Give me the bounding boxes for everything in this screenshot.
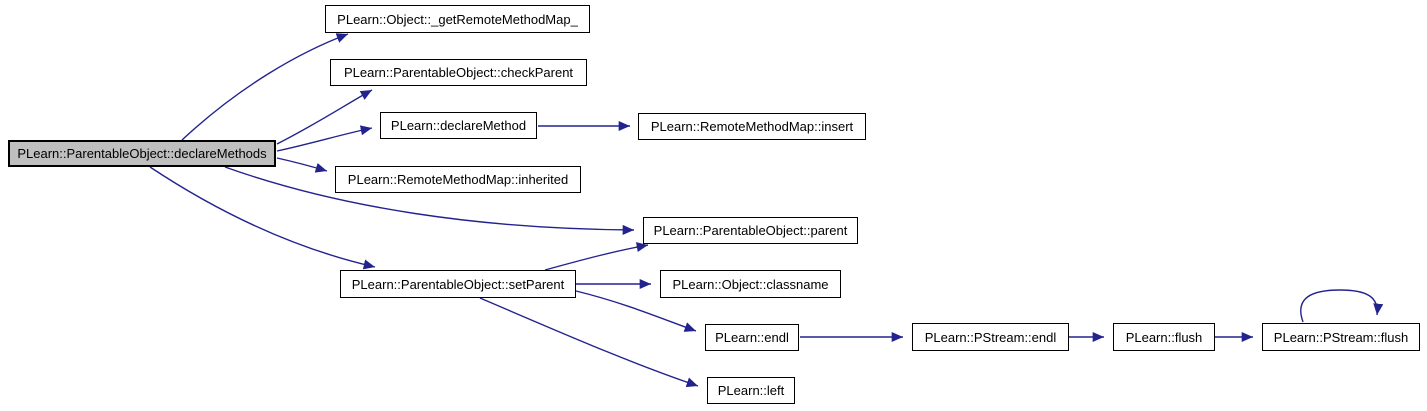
node-pstreamFlush[interactable]: PLearn::PStream::flush [1262,323,1420,351]
node-declareMethod[interactable]: PLearn::declareMethod [380,112,537,139]
node-parent[interactable]: PLearn::ParentableObject::parent [643,217,858,244]
node-endl[interactable]: PLearn::endl [705,324,799,351]
node-flush[interactable]: PLearn::flush [1113,323,1215,351]
edge-declareMethods-declareMethod [276,125,373,152]
edge-declareMethods-getRemoteMethodMap [181,33,349,141]
edge-setParent-endl [575,290,697,332]
node-getRemoteMethodMap[interactable]: PLearn::Object::_getRemoteMethodMap_ [325,5,590,33]
node-checkParent[interactable]: PLearn::ParentableObject::checkParent [330,59,587,86]
node-setParent[interactable]: PLearn::ParentableObject::setParent [340,270,576,298]
edge-declareMethods-checkParent [276,89,373,145]
edge-pstreamFlush-self-loop [1300,289,1384,323]
node-declareMethods[interactable]: PLearn::ParentableObject::declareMethods [8,140,276,167]
edge-setParent-parent [544,242,649,271]
node-pstreamEndl[interactable]: PLearn::PStream::endl [912,323,1069,351]
node-left[interactable]: PLearn::left [707,377,795,404]
node-classname[interactable]: PLearn::Object::classname [660,270,841,298]
node-inherited[interactable]: PLearn::RemoteMethodMap::inherited [335,166,581,193]
edge-declareMethods-setParent [149,166,376,270]
node-insert[interactable]: PLearn::RemoteMethodMap::insert [638,113,866,140]
edge-declareMethods-parent [224,166,635,235]
edge-declareMethods-inherited [276,157,328,173]
edge-setParent-left [479,297,699,388]
